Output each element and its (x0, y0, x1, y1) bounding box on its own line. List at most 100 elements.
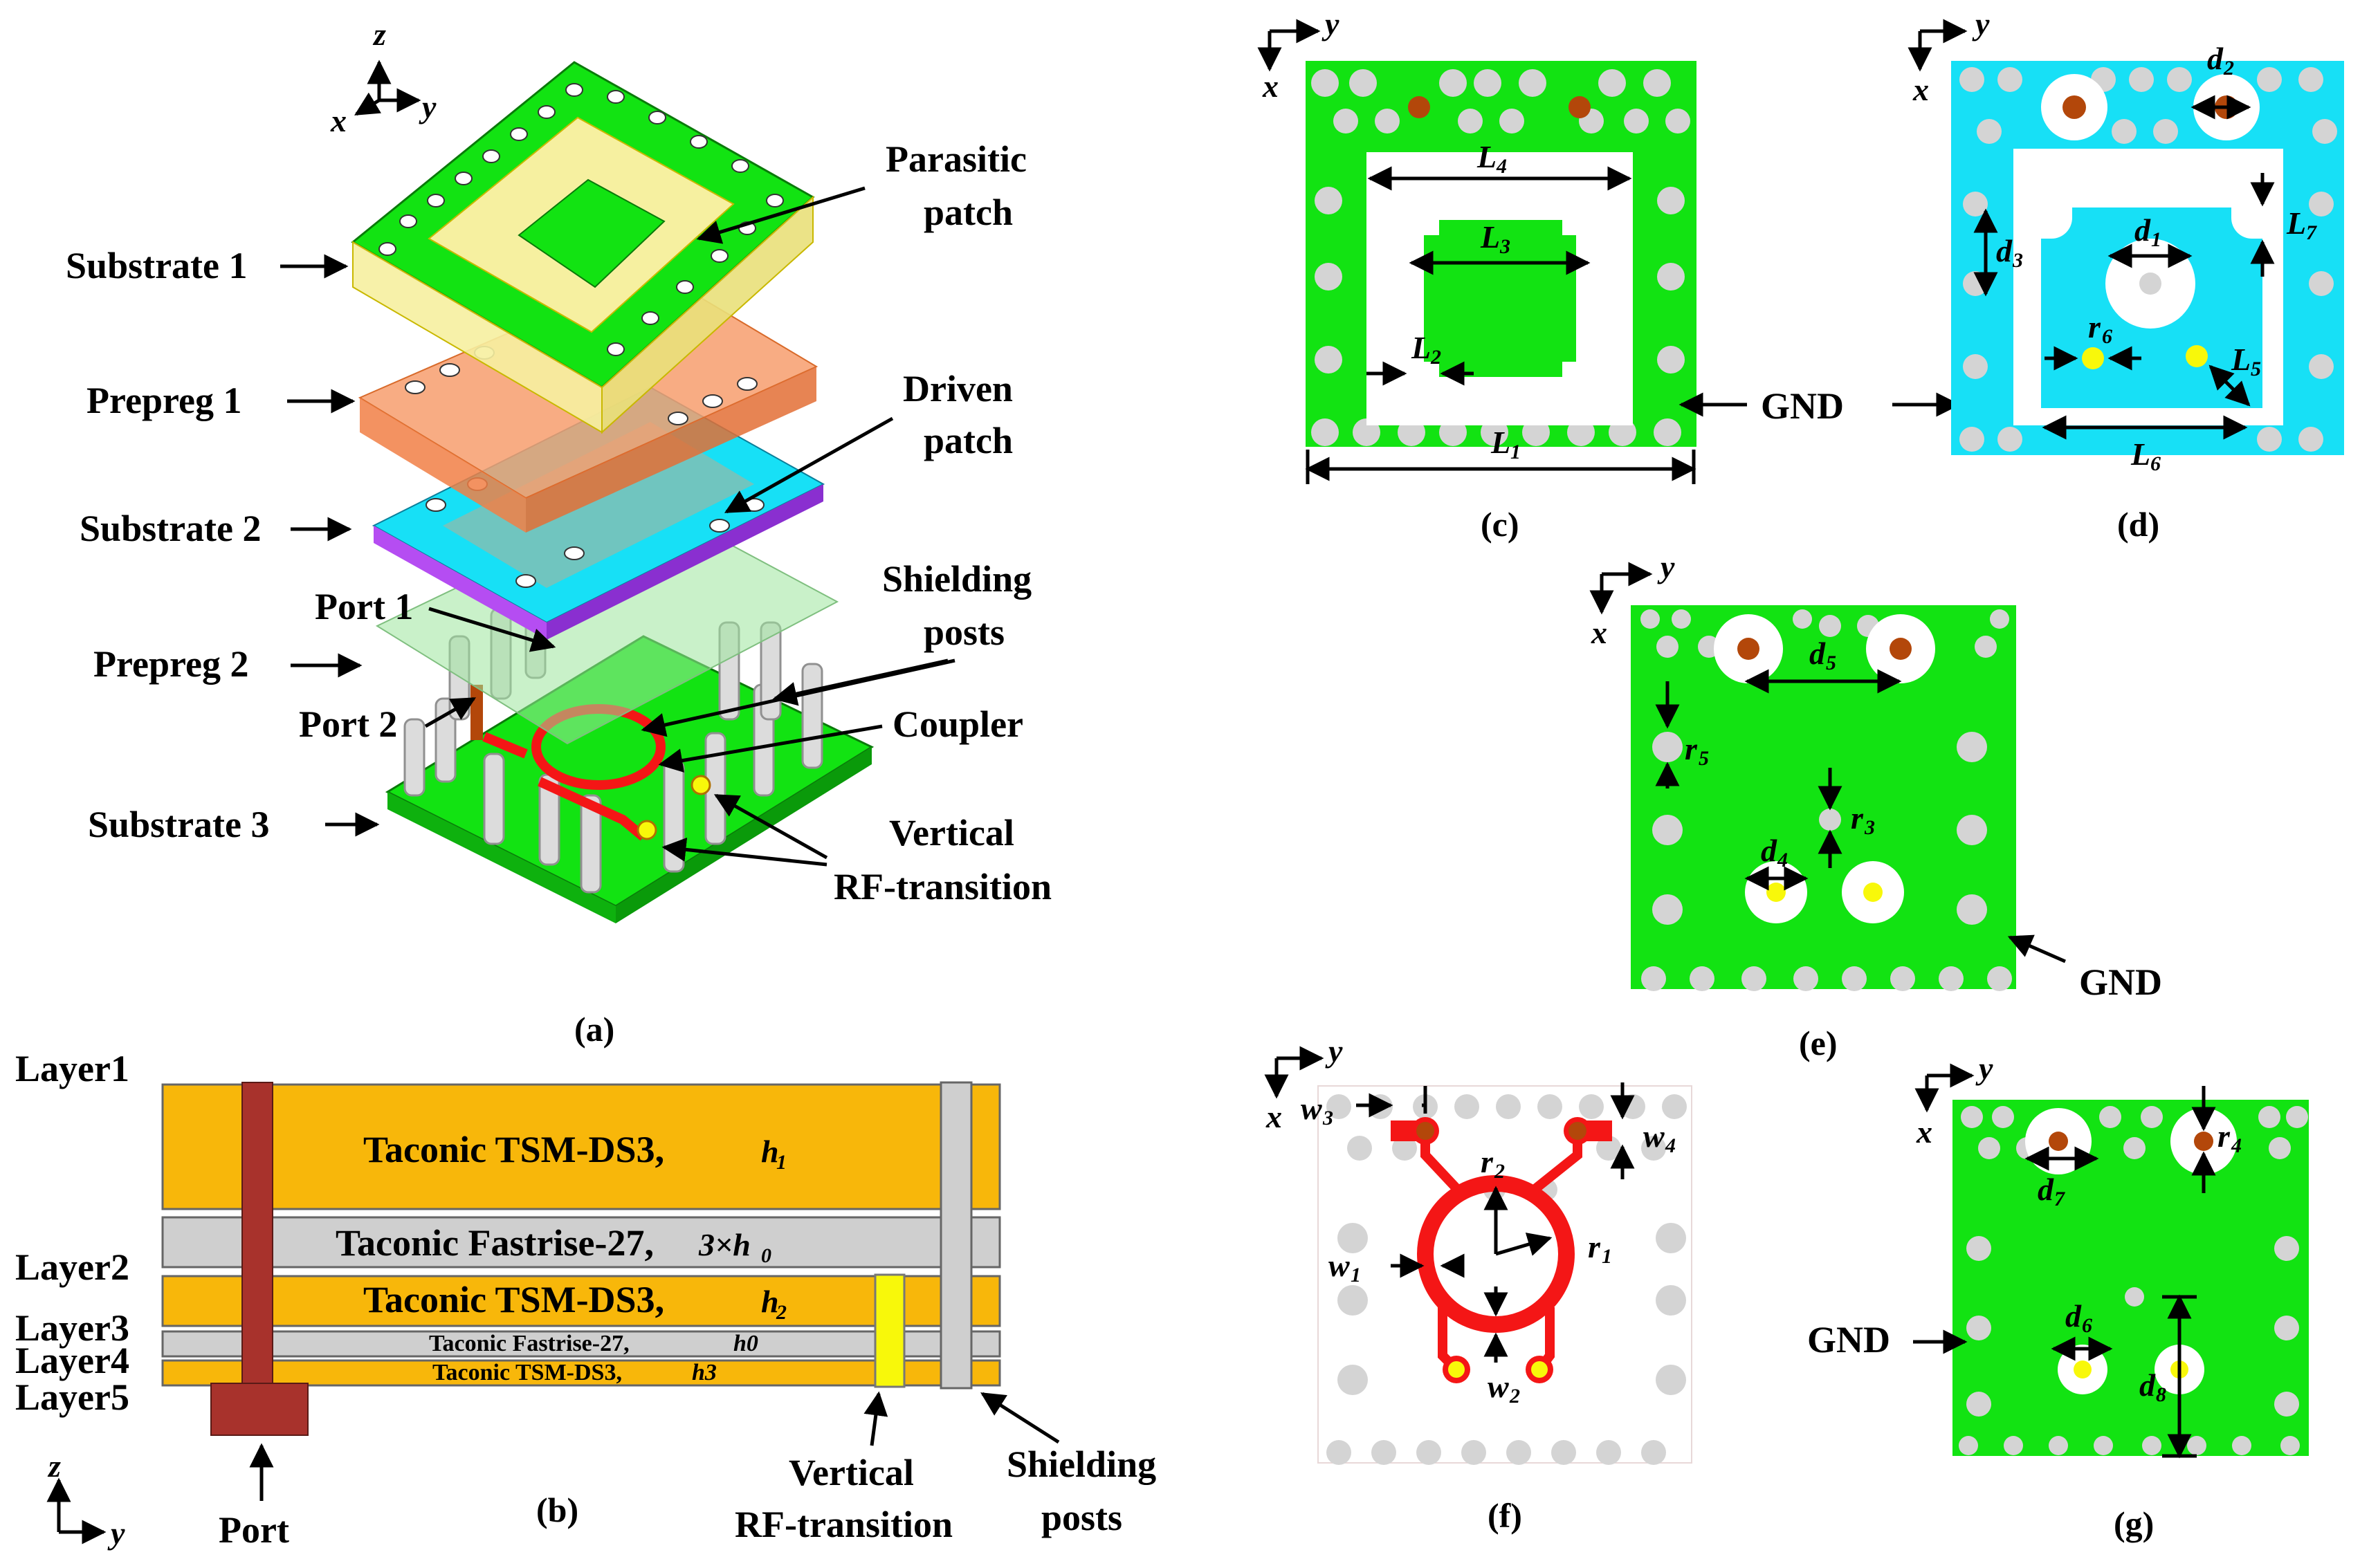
panel-e: y x d 5 r 5 r 3 d 4 GND (1589, 549, 2162, 1062)
dim-d8-sub: 8 (2156, 1383, 2166, 1406)
vertical-rf-transition-post (874, 1273, 906, 1388)
label-shielding-1: Shielding (882, 558, 1032, 600)
axis-triad-a (354, 59, 421, 116)
caption-f: (f) (1488, 1496, 1522, 1535)
dim-d3: d (1996, 233, 2013, 268)
caption-c: (c) (1481, 505, 1519, 544)
caption-b: (b) (536, 1491, 578, 1529)
label-vertical-2: RF-transition (834, 866, 1052, 907)
axis-z-label: z (372, 17, 386, 52)
layer-label-5: Layer5 (15, 1376, 129, 1418)
dim-d2-sub: 2 (2223, 57, 2234, 80)
material-1-var: h (761, 1134, 779, 1169)
dim-r4: r (2217, 1118, 2231, 1154)
material-2-var: 3×h (698, 1227, 751, 1262)
dim-w1-sub: 1 (1351, 1264, 1361, 1286)
dim-w3-sub: 3 (1322, 1107, 1333, 1129)
label-port-1: Port 1 (315, 586, 413, 627)
label-port-2: Port 2 (299, 703, 397, 745)
dim-L1: L (1490, 425, 1510, 460)
dim-r6: r (2088, 309, 2101, 344)
label-gnd-g: GND (1807, 1319, 1890, 1361)
layer-b-tsm-2 (161, 1275, 1001, 1327)
axis-b-y: y (107, 1515, 125, 1551)
dim-d7-sub: 7 (2054, 1188, 2065, 1210)
label-driven-2: patch (924, 420, 1013, 461)
label-prepreg-1: Prepreg 1 (86, 380, 241, 421)
dim-w2-sub: 2 (1509, 1385, 1520, 1408)
axis-d-x: x (1912, 72, 1929, 107)
dim-d6-sub: 6 (2082, 1314, 2092, 1337)
dim-r1-sub: 1 (1602, 1245, 1612, 1268)
dim-L5: L (2231, 342, 2251, 377)
material-3-var: h (761, 1284, 779, 1319)
panel-a: z y x (66, 17, 1052, 1049)
axis-d-y: y (1972, 6, 1990, 41)
material-5: Taconic TSM-DS3, (432, 1360, 622, 1385)
dim-L7: L (2286, 205, 2306, 241)
caption-g: (g) (2114, 1504, 2154, 1543)
panel-c: y x L 4 L 3 L 2 L 1 (c) (1257, 6, 1696, 544)
layer-label-4: Layer4 (15, 1340, 129, 1381)
material-4-var: h0 (733, 1331, 758, 1356)
dim-w2: w (1488, 1369, 1509, 1404)
dim-r3: r (1851, 800, 1864, 836)
axis-c-y: y (1321, 6, 1339, 41)
dim-L3: L (1480, 219, 1500, 255)
label-b-shielding-2: posts (1041, 1497, 1122, 1538)
dim-r5-sub: 5 (1699, 747, 1709, 770)
material-4: Taconic Fastrise-27, (429, 1331, 630, 1356)
dim-w1: w (1328, 1248, 1350, 1283)
dim-d6: d (2065, 1298, 2082, 1334)
dim-d2: d (2207, 41, 2224, 76)
dim-L7-sub: 7 (2306, 221, 2317, 244)
material-5-var: h3 (692, 1360, 717, 1385)
material-2-sub: 0 (761, 1244, 771, 1267)
label-b-vertical-1: Vertical (789, 1452, 914, 1493)
port-block (210, 1383, 309, 1436)
axis-x-label: x (330, 103, 347, 138)
axis-e-y: y (1657, 549, 1675, 584)
dim-d5-sub: 5 (1826, 652, 1836, 674)
dim-d8: d (2139, 1367, 2156, 1403)
dim-L5-sub: 5 (2251, 358, 2261, 380)
dim-r1: r (1588, 1229, 1601, 1264)
board-f (1317, 1085, 1692, 1464)
layer-label-2: Layer2 (15, 1246, 129, 1288)
label-driven-1: Driven (903, 368, 1013, 409)
axis-y-label: y (419, 89, 437, 124)
panel-d: y x d 2 d (1908, 6, 2344, 544)
dim-r2: r (1481, 1144, 1494, 1179)
dim-w4: w (1643, 1118, 1665, 1154)
dim-d1: d (2134, 212, 2151, 248)
dim-L4: L (1476, 139, 1497, 174)
dim-L3-sub: 3 (1499, 235, 1510, 258)
material-2: Taconic Fastrise-27, (336, 1222, 654, 1264)
dim-w3: w (1301, 1091, 1322, 1126)
caption-e: (e) (1799, 1024, 1838, 1062)
axis-g-y: y (1975, 1051, 1993, 1086)
dim-L2-sub: 2 (1430, 346, 1441, 369)
material-3: Taconic TSM-DS3, (363, 1279, 664, 1320)
label-prepreg-2: Prepreg 2 (93, 643, 248, 685)
caption-a: (a) (574, 1010, 614, 1049)
dim-L6: L (2130, 436, 2150, 472)
layer-b-fastrise-1 (161, 1216, 1001, 1269)
layer-label-3: Layer3 (15, 1307, 129, 1349)
dim-r4-sub: 4 (2231, 1134, 2242, 1157)
dim-d4-sub: 4 (1777, 849, 1788, 871)
dim-d4: d (1761, 833, 1777, 868)
label-vertical-1: Vertical (889, 812, 1014, 854)
dim-L6-sub: 6 (2150, 452, 2161, 475)
label-coupler: Coupler (893, 703, 1023, 745)
axis-b-z: z (47, 1448, 61, 1484)
substrate-1-layer (351, 61, 815, 434)
label-substrate-2: Substrate 2 (80, 508, 262, 549)
dim-r2-sub: 2 (1494, 1160, 1505, 1183)
dim-d5: d (1809, 636, 1826, 671)
dim-r6-sub: 6 (2102, 325, 2112, 348)
layer-b-tsm-1 (161, 1083, 1001, 1210)
panel-f: y x (1264, 1033, 1692, 1535)
dim-r3-sub: 3 (1864, 816, 1875, 839)
axis-f-y: y (1325, 1033, 1343, 1069)
